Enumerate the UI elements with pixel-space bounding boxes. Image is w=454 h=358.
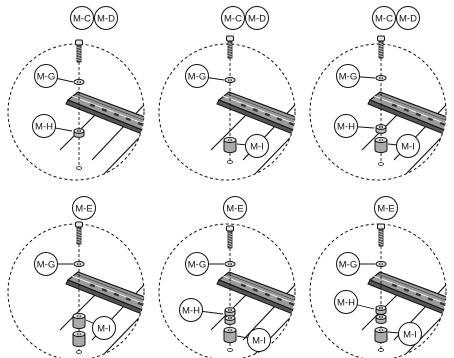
callout-label: M-G [339, 71, 357, 82]
assembly-panel-2: M-C M-D M-G M-I [158, 6, 296, 181]
callout-label: M-E [377, 203, 394, 214]
callout-m-i: M-I [387, 322, 422, 346]
callout-label: M-C [375, 13, 393, 24]
assembly-panel-5: M-E M-G M-H M-I [158, 196, 296, 358]
assembly-panel-1: M-C M-D M-G M-H [7, 6, 145, 181]
callout-label: M-G [37, 71, 55, 82]
callout-m-e: M-E [72, 196, 96, 220]
large-spacer-icon [374, 136, 388, 154]
callout-m-h: M-H [179, 298, 224, 322]
end-marker [76, 166, 82, 170]
callout-label: M-E [226, 203, 243, 214]
callout-m-i: M-I [236, 328, 271, 352]
callout-label: M-I [97, 323, 111, 334]
detail-circle [158, 43, 296, 181]
screw-icon [226, 225, 234, 249]
assembly-panel-6: M-E M-G M-H M-I [309, 196, 447, 358]
small-spacer-icon [375, 305, 387, 315]
callout-label: M-H [337, 121, 355, 132]
end-marker [227, 348, 233, 352]
small-spacer-icon [375, 314, 387, 324]
callout-label: M-H [35, 121, 53, 132]
washer-icon [73, 78, 85, 86]
assembly-panel-3: M-C M-D M-G M-H M-I [309, 6, 447, 181]
screw-icon [377, 223, 385, 247]
callout-m-g: M-G [185, 64, 225, 88]
callout-m-h: M-H [334, 290, 375, 314]
callout-label: M-D [248, 13, 266, 24]
callout-label: M-D [97, 13, 115, 24]
washer-icon [224, 76, 236, 84]
end-marker [378, 348, 384, 352]
callout-m-g: M-G [336, 252, 375, 276]
callout-m-e: M-E [223, 196, 247, 220]
callout-m-i: M-I [85, 316, 116, 340]
mounting-bracket [59, 87, 144, 180]
callout-label: M-G [37, 259, 55, 270]
large-spacer-icon [72, 330, 86, 348]
callout-label: M-G [188, 259, 206, 270]
washer-icon [375, 260, 387, 268]
mounting-bracket [361, 267, 446, 358]
assembly-panel-4: M-E M-G M-I [7, 196, 145, 358]
washer-icon [375, 74, 387, 82]
callout-label: M-G [188, 71, 206, 82]
callout-m-i: M-I [236, 134, 269, 158]
callout-label: M-H [337, 297, 355, 308]
callout-label: M-D [399, 13, 417, 24]
callout-m-i: M-I [387, 134, 420, 158]
large-spacer-icon [374, 326, 388, 344]
large-spacer-icon [223, 326, 237, 344]
callout-label: M-C [224, 13, 242, 24]
callout-label: M-I [250, 141, 264, 152]
callout-m-d: M-D [94, 6, 118, 30]
washer-icon [73, 260, 85, 268]
screw-icon [75, 221, 83, 245]
small-spacer-icon [224, 315, 236, 325]
screw-icon [226, 35, 234, 59]
small-spacer-icon [73, 128, 85, 138]
detail-circle [309, 43, 447, 181]
callout-m-d: M-D [396, 6, 420, 30]
small-spacer-icon [224, 307, 236, 317]
callout-label: M-G [339, 259, 357, 270]
end-marker [76, 350, 82, 354]
end-marker [378, 162, 384, 166]
callout-label: M-E [75, 203, 92, 214]
washer-icon [224, 260, 236, 268]
screw-icon [75, 39, 83, 63]
callout-label: M-C [73, 13, 91, 24]
callout-label: M-I [401, 141, 415, 152]
detail-circle [158, 223, 296, 358]
end-marker [227, 160, 233, 164]
callout-m-h: M-H [334, 114, 375, 138]
callout-m-c: M-C [221, 6, 245, 30]
callout-m-d: M-D [245, 6, 269, 30]
callout-m-g: M-G [336, 64, 376, 88]
callout-label: M-I [252, 335, 266, 346]
callout-label: M-I [403, 329, 417, 340]
callout-m-c: M-C [70, 6, 94, 30]
callout-m-g: M-G [34, 64, 74, 88]
callout-m-c: M-C [372, 6, 396, 30]
large-spacer-icon [72, 312, 86, 330]
small-spacer-icon [375, 124, 387, 134]
callout-m-e: M-E [374, 196, 398, 220]
callout-label: M-H [182, 305, 200, 316]
callout-m-g: M-G [34, 252, 73, 276]
callout-m-g: M-G [185, 252, 224, 276]
screw-icon [377, 35, 385, 59]
large-spacer-icon [223, 136, 237, 154]
callout-m-h: M-H [32, 114, 73, 138]
